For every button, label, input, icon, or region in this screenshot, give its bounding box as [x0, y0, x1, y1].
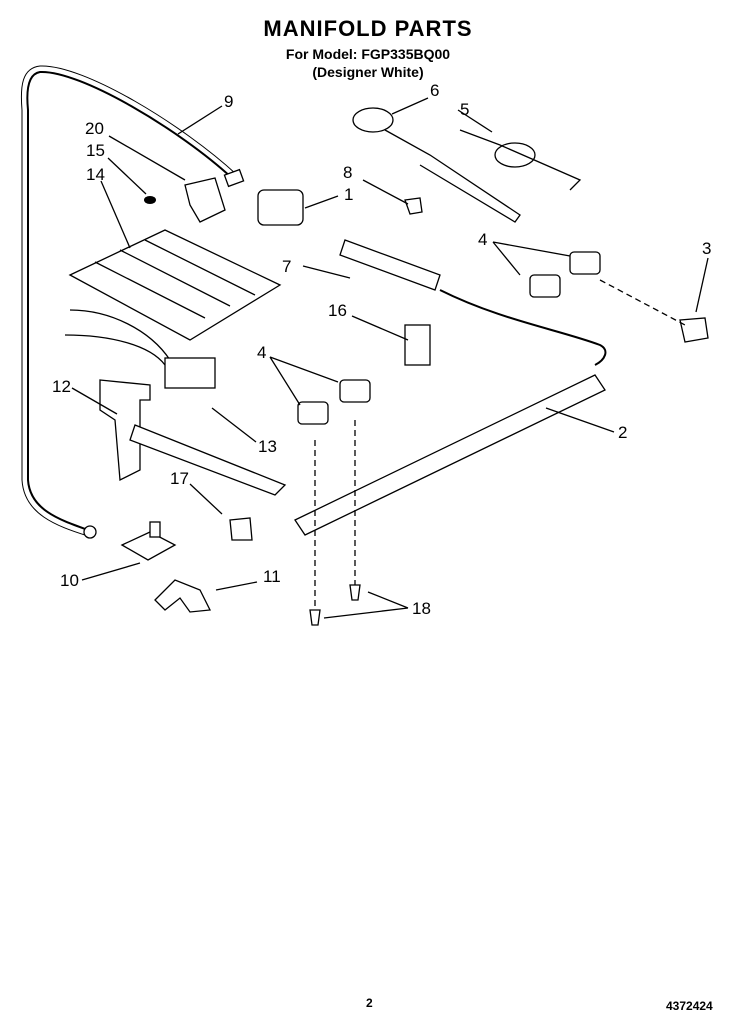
- screw-18a: [309, 609, 321, 626]
- screw-18b: [349, 584, 361, 601]
- callout-7: 7: [282, 257, 291, 276]
- page-number: 2: [366, 996, 373, 1010]
- page-title: MANIFOLD PARTS: [263, 16, 473, 41]
- regulator-stem: [149, 521, 161, 538]
- callout-11: 11: [263, 567, 281, 586]
- callout-5: 5: [460, 100, 469, 119]
- valve-4c: [339, 379, 371, 403]
- callout-1: 1: [344, 185, 353, 204]
- valve-1: [257, 189, 304, 226]
- callout-2: 2: [618, 423, 627, 442]
- switch-3: [679, 317, 709, 343]
- callout-13: 13: [258, 437, 277, 456]
- burner-5: [494, 142, 536, 168]
- callout-14: 14: [86, 165, 105, 184]
- clip-17: [229, 517, 253, 541]
- callout-15: 15: [86, 141, 105, 160]
- valve-4a: [569, 251, 601, 275]
- clip-8: [404, 197, 423, 215]
- igniter-strip: [129, 424, 287, 496]
- callout-3: 3: [702, 239, 711, 258]
- leader-lines: [71, 97, 709, 619]
- callout-8: 8: [343, 163, 352, 182]
- fastener-15: [144, 196, 156, 204]
- callout-10: 10: [60, 571, 79, 590]
- callout-6: 6: [430, 81, 439, 100]
- callout-4-upper: 4: [478, 230, 487, 249]
- regulator-10: [120, 531, 177, 561]
- tube-fitting: [223, 168, 245, 188]
- module-16: [404, 324, 431, 366]
- callout-12: 12: [52, 377, 71, 396]
- valve-4b: [529, 274, 561, 298]
- burner-6: [352, 107, 394, 133]
- heat-shield-14: [68, 229, 282, 341]
- callout-17: 17: [170, 469, 189, 488]
- gas-tube: [26, 70, 233, 531]
- model-line: For Model: FGP335BQ00: [285, 46, 451, 62]
- callout-4-lower: 4: [257, 343, 266, 362]
- manifold-7: [339, 239, 441, 291]
- color-line: (Designer White): [312, 64, 424, 80]
- wires: [64, 309, 171, 366]
- doc-number: 4372424: [666, 999, 713, 1013]
- holder-12: [99, 379, 151, 482]
- callout-18: 18: [412, 599, 431, 618]
- callout-16: 16: [328, 301, 347, 320]
- bracket-2: [294, 374, 606, 536]
- tube-fitting-end: [83, 525, 97, 539]
- callout-9: 9: [224, 92, 233, 111]
- bracket-11: [154, 579, 212, 613]
- callout-20: 20: [85, 119, 104, 138]
- bracket-20: [184, 177, 226, 223]
- valve-4d: [297, 401, 329, 425]
- igniter-13: [164, 357, 216, 389]
